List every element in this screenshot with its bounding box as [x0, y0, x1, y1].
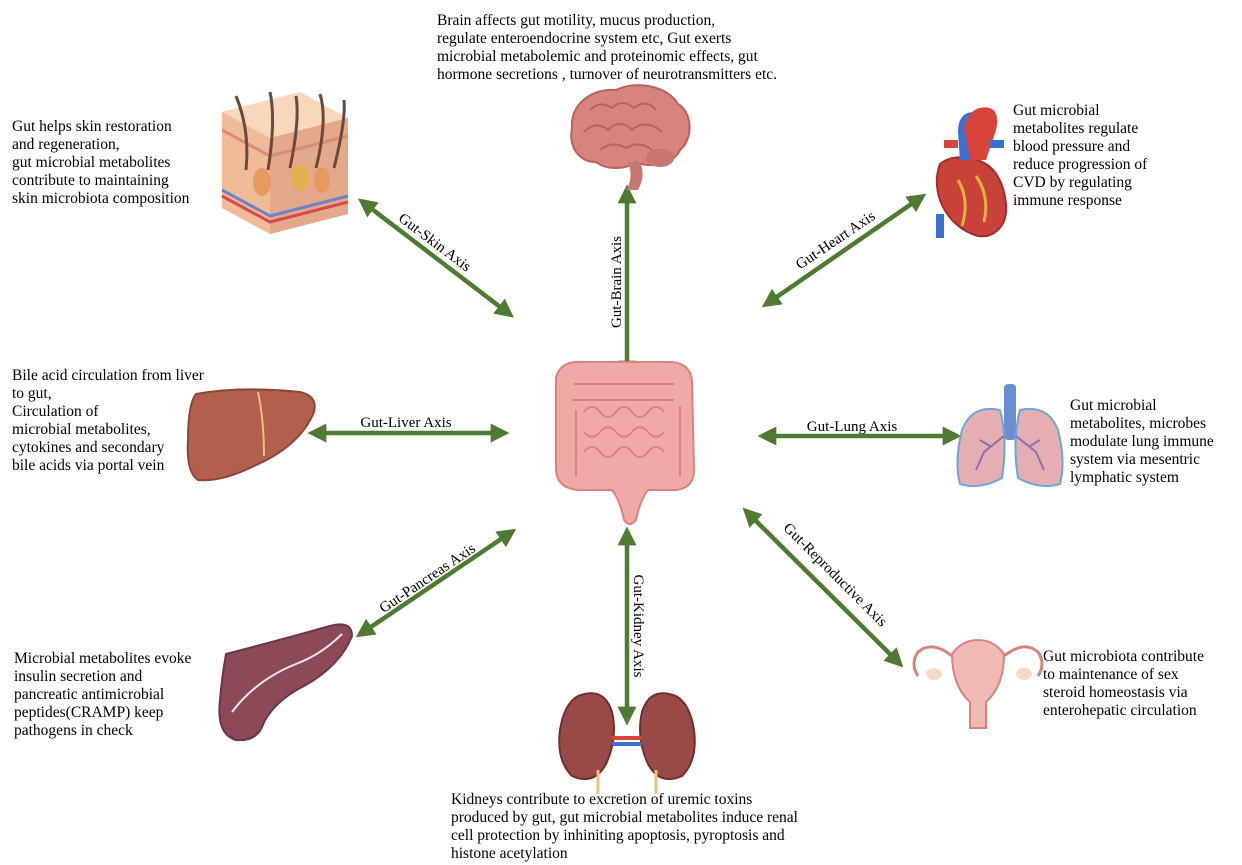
intestine-icon — [556, 362, 694, 524]
uterus-icon — [914, 640, 1042, 728]
gut-heart-arrow — [768, 198, 920, 303]
gut-pancreas-axis-label: Gut-Pancreas Axis — [377, 541, 479, 617]
gut-liver-description: Bile acid circulation from liver to gut,… — [12, 367, 242, 475]
gut-brain-description: Brain affects gut motility, mucus produc… — [437, 12, 877, 84]
gut-reproductive-arrow — [748, 513, 898, 662]
gut-kidney-axis-label: Gut-Kidney Axis — [630, 575, 646, 678]
gut-lung-description: Gut microbial metabolites, microbes modu… — [1070, 397, 1240, 487]
gut-heart-axis-label: Gut-Heart Axis — [793, 208, 878, 273]
gut-heart-description: Gut microbial metabolites regulate blood… — [1013, 102, 1213, 210]
gut-pancreas-arrow — [362, 533, 510, 633]
gut-skin-axis-label: Gut-Skin Axis — [395, 210, 474, 275]
gut-lung-axis-label: Gut-Lung Axis — [807, 419, 898, 435]
gut-skin-arrow — [364, 203, 508, 313]
gut-skin-description: Gut helps skin restoration and regenerat… — [12, 118, 222, 208]
gut-reproductive-description: Gut microbiota contribute to maintenance… — [1043, 648, 1238, 720]
gut-kidney-description: Kidneys contribute to excretion of uremi… — [451, 791, 891, 863]
skin-icon — [222, 92, 348, 234]
lungs-icon — [957, 384, 1062, 486]
gut-pancreas-description: Microbial metabolites evoke insulin secr… — [14, 650, 224, 740]
gut-reproductive-axis-label: Gut-Reproductive Axis — [780, 520, 890, 630]
pancreas-icon — [219, 624, 352, 740]
brain-icon — [571, 85, 689, 190]
gut-brain-axis-label: Gut-Brain Axis — [609, 236, 625, 328]
heart-icon — [936, 107, 1006, 238]
gut-liver-axis-label: Gut-Liver Axis — [360, 415, 451, 431]
